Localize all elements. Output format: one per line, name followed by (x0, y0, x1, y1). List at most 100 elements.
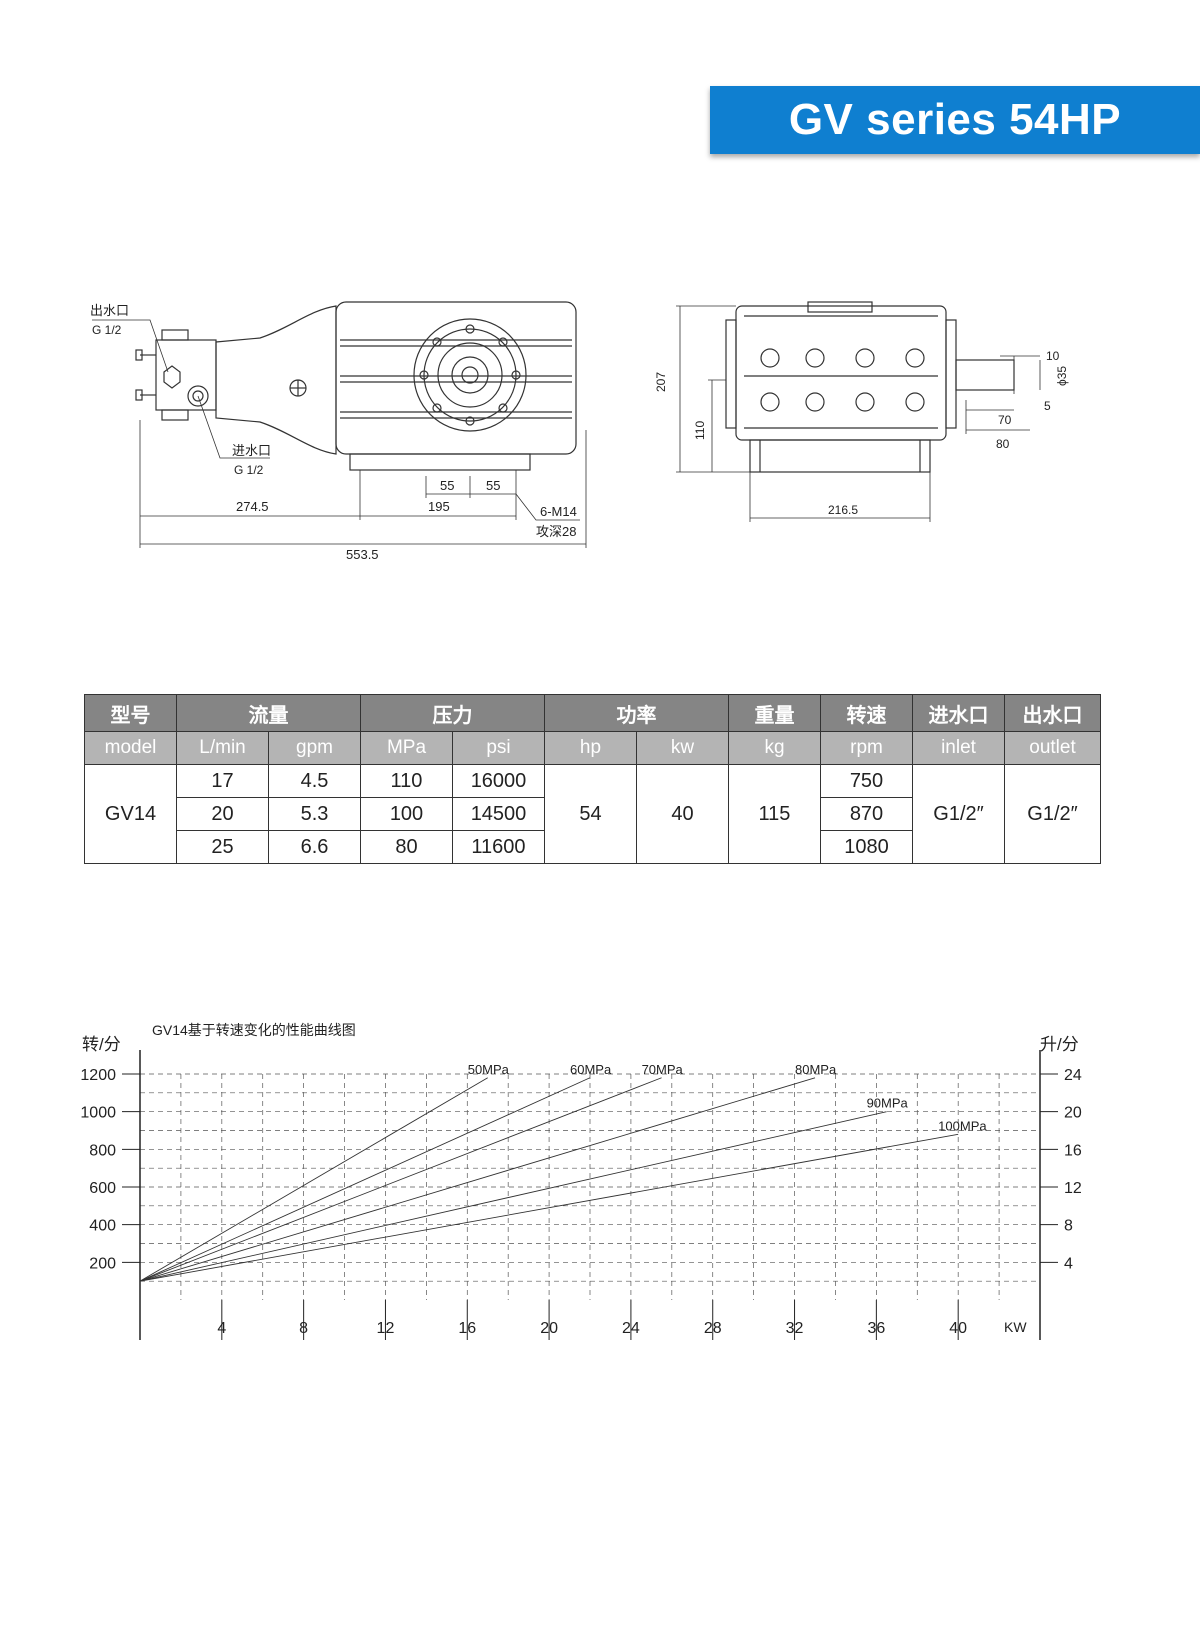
pump-technical-drawing: 出水口 G 1/2 进水口 G 1/2 274.5 195 55 55 553.… (90, 301, 1069, 562)
inlet-label: 进水口 (232, 443, 271, 458)
psi-cell: 14500 (452, 797, 545, 831)
header-model-cn: 型号 (84, 694, 177, 732)
dim-5: 5 (1044, 399, 1051, 413)
x-tick-label: 40 (949, 1320, 967, 1337)
outlet-thread: G 1/2 (92, 323, 122, 337)
header-weight-cn: 重量 (728, 694, 821, 732)
series-label: 100MPa (938, 1118, 987, 1133)
header-psi: psi (452, 731, 545, 765)
dim-10: 10 (1046, 349, 1060, 363)
header-hp: hp (544, 731, 637, 765)
chart-grid (140, 1073, 1040, 1300)
inlet-cell: G1/2″ (912, 764, 1005, 864)
chart-title: GV14基于转速变化的性能曲线图 (152, 1022, 356, 1038)
x-tick-label: 24 (622, 1320, 640, 1337)
inlet-thread: G 1/2 (234, 463, 264, 477)
inlet-port-icon (187, 385, 209, 407)
header-inlet-cn: 进水口 (912, 694, 1005, 732)
psi-cell: 11600 (452, 830, 545, 864)
series-line (139, 1077, 662, 1282)
header-speed-cn: 转速 (820, 694, 913, 732)
y-tick-label-left: 200 (89, 1255, 116, 1272)
y-tick-label-left: 1200 (80, 1067, 116, 1084)
x-tick-label: 4 (217, 1320, 226, 1337)
dim-35: ϕ35 (1055, 366, 1069, 386)
x-tick-label: 20 (540, 1320, 558, 1337)
mpa-cell: 100 (360, 797, 453, 831)
x-tick-label: 8 (299, 1320, 308, 1337)
shaft (955, 359, 1015, 391)
side-view (92, 301, 587, 548)
gpm-cell: 4.5 (268, 764, 361, 798)
dim-70: 70 (998, 413, 1012, 427)
mpa-cell: 110 (360, 764, 453, 798)
page-title: GV series 54HP (788, 95, 1122, 144)
dim-216-5: 216.5 (828, 503, 858, 517)
mpa-cell: 80 (360, 830, 453, 864)
header-rpm: rpm (820, 731, 913, 765)
rpm-cell: 1080 (820, 830, 913, 864)
header-outlet-cn: 出水口 (1004, 694, 1101, 732)
y-tick-label-right: 24 (1064, 1067, 1082, 1084)
lmin-cell: 17 (176, 764, 269, 798)
gpm-cell: 5.3 (268, 797, 361, 831)
header-lmin: L/min (176, 731, 269, 765)
dim-tap-depth: 攻深28 (536, 524, 576, 539)
gpm-cell: 6.6 (268, 830, 361, 864)
table-row: 25 6.6 80 11600 1080 (85, 830, 1101, 864)
series-line (139, 1077, 488, 1282)
y-tick-label-left: 800 (89, 1142, 116, 1159)
header-flow-cn: 流量 (176, 694, 361, 732)
rpm-cell: 870 (820, 797, 913, 831)
table-row: 20 5.3 100 14500 870 (85, 797, 1101, 831)
header-outlet: outlet (1004, 731, 1101, 765)
series-line (139, 1077, 591, 1282)
dim-55-a: 55 (440, 478, 454, 493)
y-axis-left-label: 转/分 (82, 1035, 121, 1054)
y-tick-label-right: 12 (1064, 1180, 1082, 1197)
series-label: 60MPa (570, 1062, 612, 1077)
dim-bolt: 6-M14 (540, 504, 577, 519)
table-row: GV14 17 4.5 110 16000 54 40 115 750 G1/2… (84, 764, 1101, 864)
dim-553-5: 553.5 (346, 547, 379, 562)
series-label: 50MPa (468, 1062, 510, 1077)
series-label: 90MPa (867, 1096, 909, 1111)
x-tick-label: 28 (704, 1320, 722, 1337)
chart-axes (122, 1050, 1058, 1340)
crankcase (335, 301, 577, 455)
spec-table: 型号 流量 压力 功率 重量 转速 进水口 出水口 model L/min gp… (84, 694, 1101, 864)
y-tick-label-left: 400 (89, 1218, 116, 1235)
y-tick-label-left: 1000 (80, 1105, 116, 1122)
series-label: 70MPa (642, 1062, 684, 1077)
y-tick-label-right: 20 (1064, 1105, 1082, 1122)
y-axis-right-label: 升/分 (1040, 1035, 1079, 1054)
hp-cell: 54 (544, 764, 637, 864)
rpm-cell: 750 (820, 764, 913, 798)
title-banner: GV series 54HP (710, 86, 1200, 154)
lmin-cell: 25 (176, 830, 269, 864)
end-view-body (735, 305, 947, 441)
psi-cell: 16000 (452, 764, 545, 798)
dim-80: 80 (996, 437, 1010, 451)
x-tick-label: 12 (377, 1320, 395, 1337)
outlet-port-icon (163, 365, 181, 389)
y-tick-label-left: 600 (89, 1180, 116, 1197)
header-row-en: model L/min gpm MPa psi hp kw kg rpm inl… (84, 731, 1101, 765)
dim-207: 207 (654, 372, 668, 392)
header-row-cn: 型号 流量 压力 功率 重量 转速 进水口 出水口 (84, 694, 1101, 732)
header-power-cn: 功率 (544, 694, 729, 732)
header-pressure-cn: 压力 (360, 694, 545, 732)
outlet-cell: G1/2″ (1004, 764, 1101, 864)
dim-274-5: 274.5 (236, 499, 269, 514)
header-inlet: inlet (912, 731, 1005, 765)
dim-195: 195 (428, 499, 450, 514)
model-cell: GV14 (84, 764, 177, 864)
y-tick-label-right: 8 (1064, 1218, 1073, 1235)
header-model: model (84, 731, 177, 765)
series-label: 80MPa (795, 1062, 837, 1077)
end-view (676, 301, 1041, 522)
kw-cell: 40 (636, 764, 729, 864)
x-tick-label: 16 (458, 1320, 476, 1337)
